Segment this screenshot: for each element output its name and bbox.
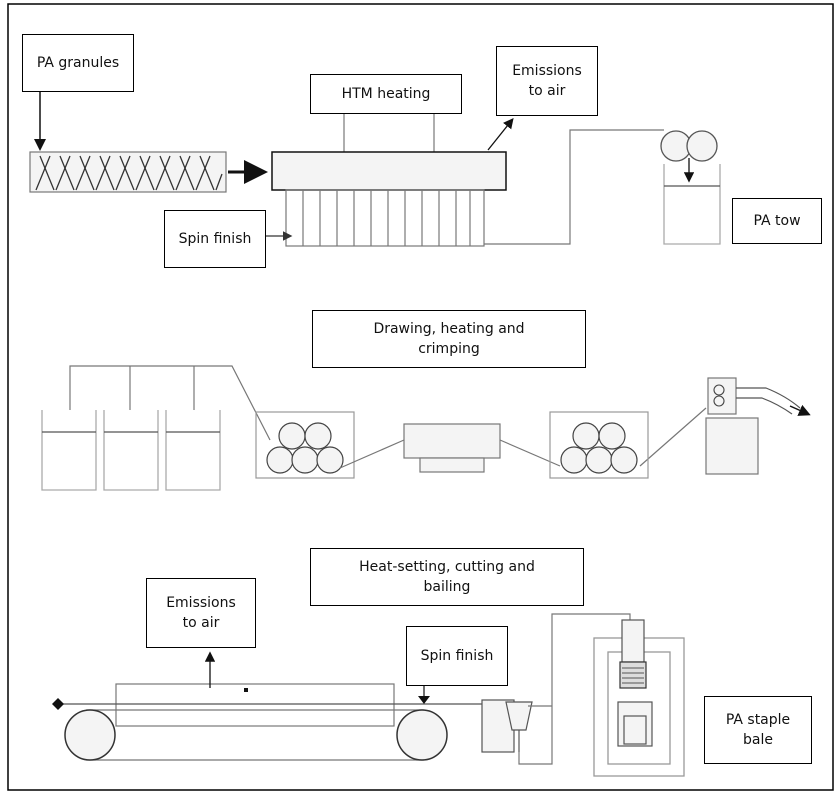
pa-granules-box: PA granules [22,34,134,92]
pa-staple-bale-box: PA staple bale [704,696,812,764]
draw-roller-stand-1 [255,411,355,479]
extruder-screw [29,151,227,193]
conveyor-roller-right [396,709,448,761]
tow-path-top [484,129,664,245]
pa-tow-box: PA tow [732,198,822,244]
transfer-pipe [518,613,631,765]
tow-can [663,164,721,245]
tow-path-middle [339,407,707,469]
emissions-bottom-box: Emissions to air [146,578,256,648]
draw-roller-stand-2 [549,411,649,479]
crimper-base [705,417,759,475]
tow-input-marker [52,698,64,710]
emissions-top-box: Emissions to air [496,46,598,116]
outer-border [7,3,834,791]
spinning-chimney [285,189,485,247]
emissions-top-arrow [487,117,514,151]
draw-rollers-2 [560,422,638,474]
conveyor-roller-left [64,709,116,761]
creel-frame [69,365,271,441]
spin-finish-bottom-box: Spin finish [406,626,508,686]
crimper-head [707,377,737,415]
heat-setting-oven [115,683,395,727]
baler-press [621,619,645,663]
spinning-beam [271,151,507,191]
htm-heating-box: HTM heating [310,74,462,114]
cutter-hopper [505,701,533,731]
heating-unit [403,423,501,459]
drawing-box: Drawing, heating and crimping [312,310,586,368]
draw-rollers-1 [266,422,344,474]
spin-finish-top-box: Spin finish [164,210,266,268]
tow-cans-row [41,410,221,491]
baler-chamber [617,701,653,747]
tow-roller-right [686,130,718,162]
baler-coil [619,661,647,689]
heat-setting-box: Heat-setting, cutting and bailing [310,548,584,606]
crimper-outlet [736,387,801,415]
